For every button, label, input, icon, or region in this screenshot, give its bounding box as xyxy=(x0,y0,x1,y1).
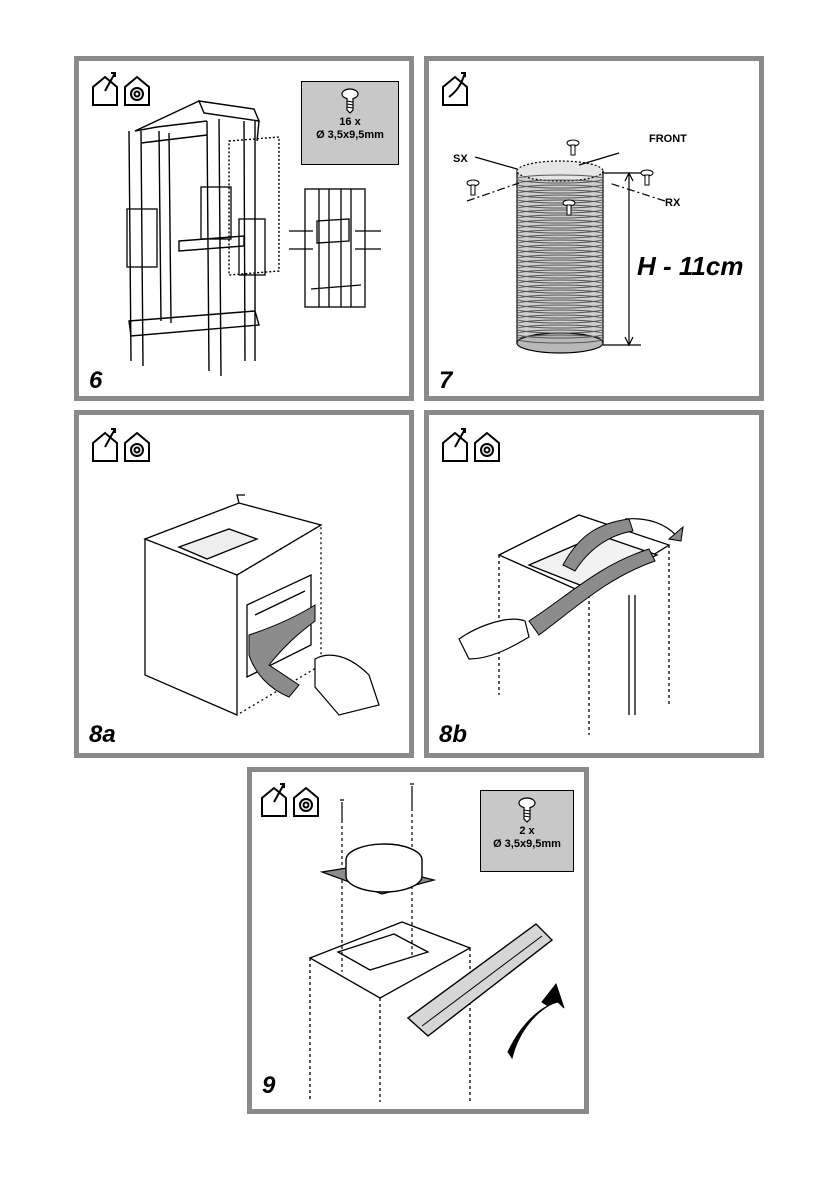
duct-rib xyxy=(516,184,604,194)
screw-size: Ø 3,5x9,5mm xyxy=(493,838,561,850)
step-number: 7 xyxy=(439,367,453,394)
remove-tape-front-illustration xyxy=(92,428,380,716)
duct-rib xyxy=(516,259,604,269)
ducted-house-icon xyxy=(92,72,118,106)
duct-rib xyxy=(516,214,604,224)
duct-rib xyxy=(516,314,604,324)
duct-rib xyxy=(516,189,604,199)
recirculation-house-icon xyxy=(124,431,150,462)
screw-icon xyxy=(341,88,359,114)
duct-rib xyxy=(516,204,604,214)
label-rx: RX xyxy=(665,197,681,209)
recirculation-house-icon xyxy=(124,75,150,106)
step-number: 8b xyxy=(439,721,468,748)
duct-rib xyxy=(516,234,604,244)
duct-rib xyxy=(516,319,604,329)
duct-rib xyxy=(516,264,604,274)
ducted-house-icon xyxy=(442,72,468,106)
panel-step-8a: 8a xyxy=(74,410,414,758)
height-dimension-label: H - 11cm xyxy=(637,251,744,281)
duct-rib xyxy=(516,329,604,339)
screw-quantity: 16 x xyxy=(339,116,361,128)
duct-rib xyxy=(516,209,604,219)
duct-rib xyxy=(516,174,604,184)
screw-size: Ø 3,5x9,5mm xyxy=(316,129,384,141)
duct-rib xyxy=(516,219,604,229)
duct-rib xyxy=(516,224,604,234)
label-front: FRONT xyxy=(649,133,687,145)
recirculation-house-icon xyxy=(293,786,319,817)
ducted-house-icon xyxy=(261,783,287,817)
flexible-duct-illustration xyxy=(442,72,666,354)
screw-quantity: 2 x xyxy=(519,825,535,837)
duct-rib xyxy=(516,229,604,239)
duct-rib xyxy=(516,249,604,259)
duct-rib xyxy=(516,284,604,294)
duct-rib xyxy=(516,194,604,204)
duct-rib xyxy=(516,274,604,284)
panel-step-8b: 8b xyxy=(424,410,764,758)
duct-rib xyxy=(516,269,604,279)
panel-step-9: 2 x Ø 3,5x9,5mm 9 xyxy=(247,767,589,1114)
recirculation-house-icon xyxy=(474,431,500,462)
panel-step-6: 16 x Ø 3,5x9,5mm 6 xyxy=(74,56,414,401)
duct-rib xyxy=(516,304,604,314)
panel-step-7: SX FRONT RX H - 11cm 7 xyxy=(424,56,764,401)
duct-rib xyxy=(516,324,604,334)
duct-rib xyxy=(516,239,604,249)
step-number: 8a xyxy=(89,721,116,748)
duct-rib xyxy=(516,309,604,319)
duct-rib xyxy=(516,254,604,264)
step-number: 6 xyxy=(89,367,103,394)
duct-rib xyxy=(516,294,604,304)
label-sx: SX xyxy=(453,153,468,165)
screw-spec-box: 16 x Ø 3,5x9,5mm xyxy=(301,81,399,165)
duct-rib xyxy=(516,279,604,289)
duct-rib xyxy=(516,289,604,299)
screw-icon xyxy=(518,797,536,823)
duct-rib xyxy=(516,199,604,209)
duct-rib xyxy=(516,244,604,254)
screw-spec-box: 2 x Ø 3,5x9,5mm xyxy=(480,790,574,872)
ducted-house-icon xyxy=(442,428,468,462)
duct-rib xyxy=(516,334,604,344)
step-number: 9 xyxy=(262,1072,276,1099)
ducted-house-icon xyxy=(92,428,118,462)
frame-assembly-illustration xyxy=(92,72,381,377)
duct-rib xyxy=(516,299,604,309)
remove-tape-top-illustration xyxy=(442,428,684,735)
flange-fitting-illustration xyxy=(261,783,565,1102)
